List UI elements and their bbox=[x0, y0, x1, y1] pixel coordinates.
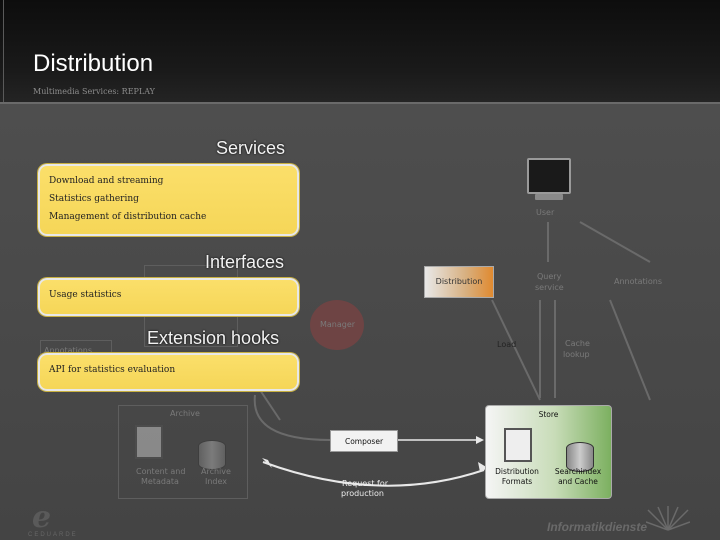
manager-node bbox=[310, 300, 364, 350]
annotations-right-label: Annotations bbox=[614, 277, 663, 286]
archive-label: Archive bbox=[170, 409, 200, 418]
extension-item: API for statistics evaluation bbox=[49, 365, 176, 375]
archive-index-label-1: Archive bbox=[201, 467, 231, 476]
distribution-formats-icon bbox=[504, 428, 532, 462]
interfaces-heading: Interfaces bbox=[205, 252, 285, 272]
composer-box[interactable]: Composer bbox=[330, 430, 398, 452]
archive-index-label-2: Index bbox=[205, 477, 228, 486]
services-item: Download and streaming bbox=[49, 176, 164, 186]
query-service-label-1: Query bbox=[537, 272, 562, 281]
annotations-left-label: Annotations bbox=[44, 346, 93, 355]
services-item: Management of distribution cache bbox=[49, 212, 207, 222]
logo-mark: e bbox=[32, 500, 52, 535]
searchindex-cache-icon bbox=[566, 442, 594, 472]
query-service-label-2: service bbox=[535, 283, 564, 292]
user-label: User bbox=[536, 208, 555, 217]
cache-lookup-label-2: lookup bbox=[563, 350, 590, 359]
distribution-label: Distribution bbox=[435, 277, 483, 286]
interfaces-item: Usage statistics bbox=[49, 290, 122, 300]
header-left-rule bbox=[3, 0, 4, 102]
composer-label: Composer bbox=[344, 437, 384, 446]
services-callout: Download and streaming Statistics gather… bbox=[38, 164, 299, 236]
archive-frame bbox=[118, 405, 248, 499]
services-heading: Services bbox=[216, 138, 286, 158]
distribution-formats-label-1: Distribution bbox=[495, 467, 539, 476]
extension-hooks-heading: Extension hooks bbox=[147, 328, 280, 348]
slide-title: Distribution bbox=[33, 50, 154, 77]
content-metadata-label-1: Content and bbox=[136, 467, 186, 476]
manager-label: Manager bbox=[320, 320, 356, 329]
store-box[interactable]: Store Distribution Formats Searchindex a… bbox=[485, 405, 612, 499]
interfaces-callout: Usage statistics bbox=[38, 278, 299, 316]
header-divider bbox=[0, 102, 720, 104]
archive-index-icon bbox=[198, 440, 226, 470]
load-label: Load bbox=[497, 340, 517, 349]
logo-text: CEDUARDE bbox=[28, 532, 78, 538]
store-label: Store bbox=[538, 410, 559, 419]
brand-name: Informatikdienste bbox=[547, 520, 648, 534]
services-item: Statistics gathering bbox=[49, 194, 139, 204]
distribution-formats-label-2: Formats bbox=[501, 477, 533, 486]
slide-header bbox=[0, 0, 720, 102]
request-production-label-1: Request for bbox=[342, 479, 389, 488]
user-monitor-base bbox=[535, 194, 563, 200]
request-production-label-2: production bbox=[341, 489, 384, 498]
searchindex-cache-label-2: and Cache bbox=[558, 477, 598, 486]
slide-subtitle: Multimedia Services: REPLAY bbox=[33, 87, 155, 96]
brand-sun-icon bbox=[646, 506, 690, 531]
cache-lookup-label-1: Cache bbox=[565, 339, 590, 348]
content-document-icon bbox=[135, 425, 163, 459]
extension-callout: API for statistics evaluation bbox=[38, 353, 299, 391]
content-metadata-label-2: Metadata bbox=[141, 477, 179, 486]
searchindex-cache-label-1: Searchindex bbox=[554, 467, 602, 476]
user-monitor-icon bbox=[527, 158, 571, 194]
distribution-box[interactable]: Distribution bbox=[424, 266, 494, 298]
